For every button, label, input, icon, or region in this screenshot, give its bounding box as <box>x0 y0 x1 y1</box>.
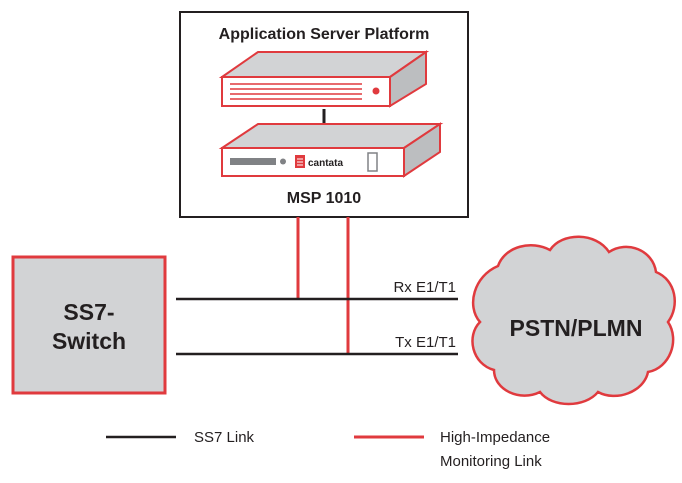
rx-link-label: Rx E1/T1 <box>393 279 456 296</box>
switch-label-line2: Switch <box>52 328 126 354</box>
network-label: PSTN/PLMN <box>510 315 643 341</box>
upper-server-unit <box>218 50 430 108</box>
power-indicator <box>280 158 286 165</box>
device-label: MSP 1010 <box>287 190 362 207</box>
legend-monitor-label-line2: Monitoring Link <box>440 453 542 470</box>
pstn-plmn-cloud: PSTN/PLMN <box>471 235 676 406</box>
drive-slot <box>230 158 276 165</box>
legend: SS7 Link High-Impedance Monitoring Link <box>106 429 550 470</box>
switch-label-line1: SS7- <box>63 299 114 325</box>
brand-label: cantata <box>308 158 343 169</box>
bay-panel <box>367 152 378 172</box>
legend-ss7-label: SS7 Link <box>194 429 255 446</box>
msp-1010-unit: cantata <box>218 122 444 178</box>
ss7-switch-box <box>11 255 167 395</box>
status-led <box>372 87 380 95</box>
legend-monitor-label-line1: High-Impedance <box>440 429 550 446</box>
tx-link-label: Tx E1/T1 <box>395 334 456 351</box>
platform-title: Application Server Platform <box>219 26 430 43</box>
